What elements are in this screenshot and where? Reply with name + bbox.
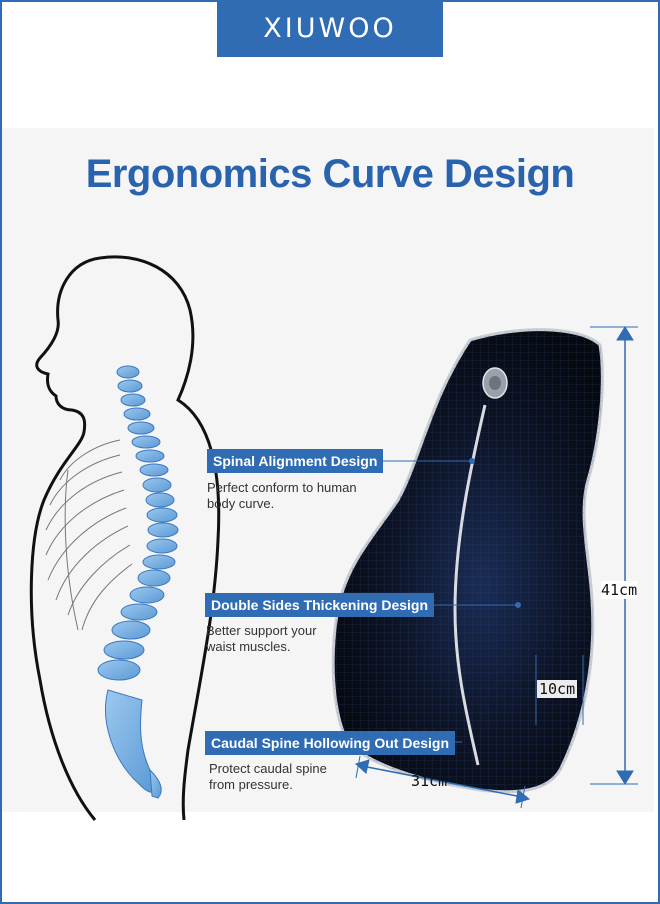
feature-tag-double-sides: Double Sides Thickening Design	[205, 593, 435, 617]
feature-desc-line: Perfect conform to human	[207, 480, 357, 495]
headline: Ergonomics Curve Design	[85, 152, 575, 196]
feature-desc-double-sides: Better support your waist muscles.	[206, 623, 381, 655]
spine	[97, 365, 179, 799]
callout-lines	[381, 458, 521, 743]
width-label: 31cm	[411, 772, 448, 790]
feature-desc-caudal-spine: Protect caudal spine from pressure.	[209, 761, 384, 793]
brand-logo: XIUWOO	[217, 0, 443, 57]
thickness-label: 10cm	[537, 680, 578, 698]
feature-desc-spinal-alignment: Perfect conform to human body curve.	[207, 480, 382, 512]
height-label: 41cm	[601, 581, 638, 599]
feature-desc-line: from pressure.	[209, 777, 293, 792]
feature-desc-line: waist muscles.	[206, 639, 291, 654]
width-dimension	[355, 755, 531, 809]
feature-tag-caudal-spine: Caudal Spine Hollowing Out Design	[205, 731, 456, 755]
feature-tag-spinal-alignment: Spinal Alignment Design	[207, 449, 384, 473]
height-dimension	[590, 326, 638, 785]
rib-cage	[45, 439, 133, 631]
thickness-dimension	[535, 655, 584, 725]
feature-desc-line: Better support your	[206, 623, 317, 638]
feature-desc-line: body curve.	[207, 496, 275, 511]
cushion	[331, 328, 604, 794]
feature-desc-line: Protect caudal spine	[209, 761, 327, 776]
